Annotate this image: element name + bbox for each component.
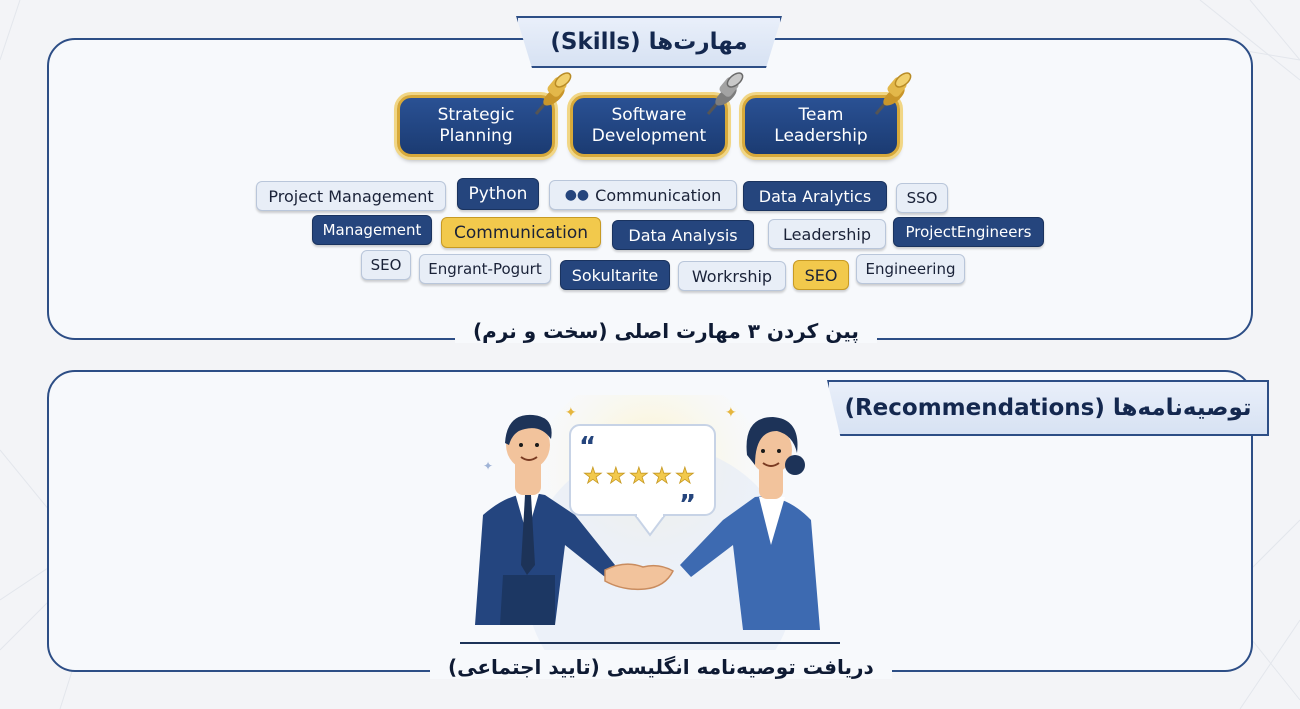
skill-tag-engineering: Engineering	[856, 254, 965, 284]
pinned-skill-line2: Leadership	[774, 126, 868, 146]
pinned-skill-line1: Software	[611, 105, 687, 125]
svg-text:★: ★	[652, 464, 672, 489]
man-figure	[475, 414, 615, 625]
svg-text:★: ★	[675, 464, 695, 489]
pinned-skill-line1: Team	[798, 105, 844, 125]
woman-figure	[680, 417, 820, 630]
skill-tag-project-engineers: ProjectEngineers	[893, 217, 1044, 247]
svg-text:”: ”	[679, 490, 696, 520]
svg-text:★: ★	[583, 464, 603, 489]
skill-tag-sokultarite: Sokultarite	[560, 260, 670, 290]
skill-tag-communication-highlighted: Communication	[441, 217, 601, 248]
chat-bubbles-icon: ●●	[564, 187, 590, 203]
gold-pushpin-icon	[874, 72, 912, 115]
skills-caption: پین کردن ۳ مهارت اصلی (سخت و نرم)	[455, 319, 877, 343]
recommendations-section-title: توصیه‌نامه‌ها (Recommendations)	[827, 380, 1269, 436]
skill-tag-sso: SSO	[896, 183, 948, 213]
pinned-skill-line2: Development	[591, 126, 707, 146]
svg-text:★: ★	[629, 464, 649, 489]
svg-text:“: “	[579, 432, 596, 462]
skill-tag-seo: SEO	[361, 250, 411, 280]
pinned-skill-line2: Planning	[439, 126, 513, 146]
svg-text:✦: ✦	[483, 459, 493, 473]
skill-tag-python: Python	[457, 178, 539, 210]
pinned-skill-line1: Strategic	[437, 105, 515, 125]
five-star-rating-icon: ★★★★★	[583, 464, 696, 490]
gray-pushpin-icon	[706, 72, 744, 115]
skill-tag-workrship: Workrship	[678, 261, 786, 291]
skill-tag-label: Communication	[595, 185, 722, 205]
recommendations-caption: دریافت توصیه‌نامه انگلیسی (تایید اجتماعی…	[430, 655, 892, 679]
gold-pushpin-icon	[534, 72, 572, 115]
svg-text:★: ★	[606, 464, 626, 489]
skill-tag-data-analysis: Data Analysis	[612, 220, 754, 250]
skill-tag-engrant-pogurt: Engrant-Pogurt	[419, 254, 551, 284]
skill-tag-communication: ●● Communication	[549, 180, 737, 210]
skill-tag-project-management: Project Management	[256, 181, 446, 211]
skill-tag-management: Management	[312, 215, 432, 245]
handshake-illustration: ✦ ✦ ✦ ✦ “ ” ★★★★★	[460, 395, 840, 650]
skills-section-title: مهارت‌ها (Skills)	[516, 16, 782, 68]
svg-text:✦: ✦	[565, 405, 577, 421]
skill-tag-seo-highlighted: SEO	[793, 260, 849, 290]
svg-text:✦: ✦	[725, 405, 737, 421]
skill-tag-data-aralytics: Data Aralytics	[743, 181, 887, 211]
skill-tag-leadership: Leadership	[768, 219, 886, 249]
